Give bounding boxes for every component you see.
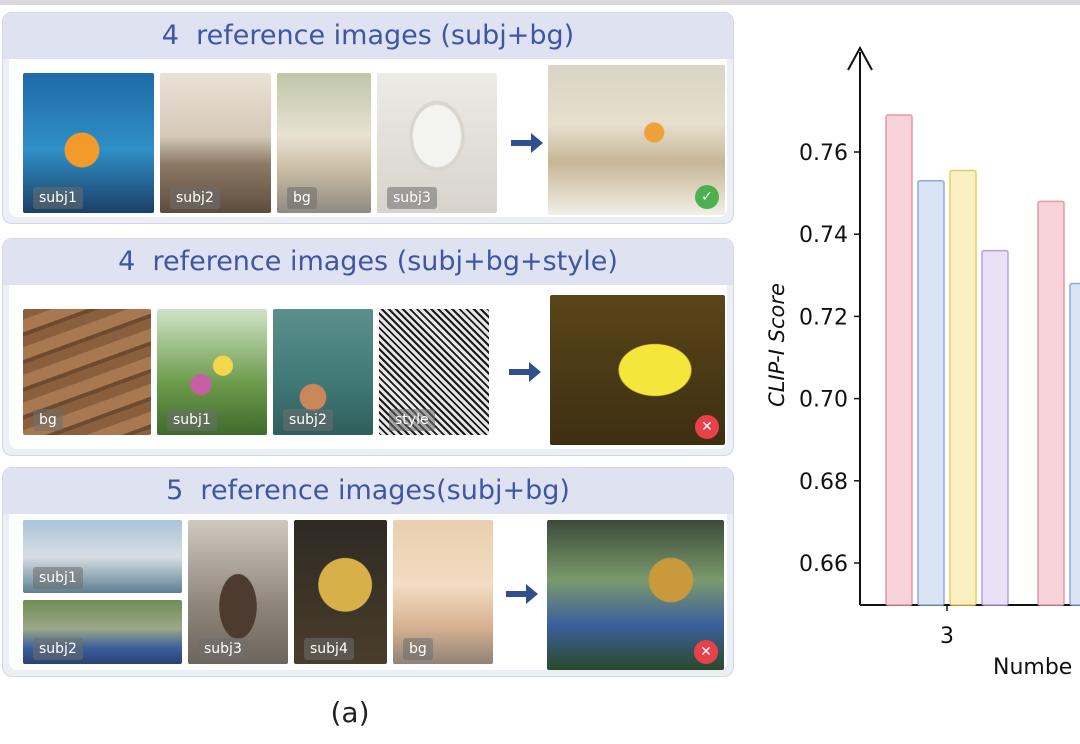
image-tag: subj3 [198, 638, 248, 660]
image-tag: bg [33, 409, 63, 431]
image-tag: subj2 [283, 409, 333, 431]
panel-body: subj1 subj2 bg subj3 ✓ [9, 59, 727, 217]
reference-image-goldfish: subj1 [23, 73, 154, 213]
reference-image-fishbowl: subj3 [377, 73, 497, 213]
y-axis-arrow-icon [847, 45, 873, 71]
image-tag: subj1 [167, 409, 217, 431]
success-check-icon: ✓ [695, 185, 719, 209]
image-tag: subj2 [170, 187, 220, 209]
figure-caption: (a) [330, 696, 370, 729]
arrow-right-icon [511, 133, 543, 153]
panel-subj-bg-4: 4 reference images (subj+bg) subj1 subj2… [2, 12, 734, 224]
reference-image-cat-room: subj2 [160, 73, 271, 213]
generated-image: ✕ [550, 295, 725, 445]
bar [949, 169, 977, 606]
failure-cross-icon: ✕ [695, 415, 719, 439]
panel-title: 4 reference images (subj+bg) [3, 13, 733, 59]
y-tick-label: 0.72 [799, 305, 848, 330]
reference-image-wood-table: bg [23, 309, 151, 435]
bar [885, 114, 913, 606]
image-tag: subj3 [387, 187, 437, 209]
y-tick-label: 0.70 [799, 388, 848, 413]
panel-subj-bg-style-4: 4 reference images (subj+bg+style) bg su… [2, 238, 734, 456]
generated-image: ✓ [548, 65, 725, 215]
bar [981, 249, 1009, 606]
image-tag: subj1 [33, 567, 83, 589]
reference-image-tuba: subj4 [294, 520, 387, 664]
x-tick-label: 3 [940, 624, 954, 649]
bar [917, 180, 945, 606]
image-tag: bg [287, 187, 317, 209]
reference-image-lake: bg [393, 520, 493, 664]
clip-i-bar-chart: 0.66 0.68 0.70 0.72 0.74 0.76 3 CLIP-I ScoreNum… [765, 45, 1080, 680]
arrow-right-icon [509, 362, 541, 382]
reference-image-ping-pong: subj2 [273, 309, 373, 435]
y-tick-label: 0.76 [799, 141, 848, 166]
panel-body: subj1 subj2 subj3 subj4 bg ✕ [9, 514, 727, 670]
y-axis-label: CLIP-I Score [765, 283, 789, 407]
reference-image-style-sketch: style [379, 309, 489, 435]
reference-image-helmet-bench: subj2 [23, 600, 182, 664]
bar [1069, 282, 1080, 606]
panel-subj-bg-5: 5 reference images(subj+bg) subj1 subj2 … [2, 467, 734, 677]
generated-image: ✕ [547, 520, 724, 670]
panel-title: 5 reference images(subj+bg) [3, 468, 733, 514]
reference-image-butterfly: subj1 [157, 309, 267, 435]
y-tick-label: 0.68 [799, 470, 848, 495]
reference-image-dining-table: bg [277, 73, 371, 213]
y-tick-label: 0.66 [799, 552, 848, 577]
bar [1037, 200, 1065, 606]
image-tag: subj2 [33, 638, 83, 660]
top-border [0, 0, 1080, 5]
reference-image-boat: subj1 [23, 520, 182, 593]
panel-title: 4 reference images (subj+bg+style) [3, 239, 733, 285]
image-tag: bg [403, 638, 433, 660]
y-tick-label: 0.74 [799, 223, 848, 248]
image-tag: subj1 [33, 187, 83, 209]
arrow-right-icon [506, 584, 538, 604]
image-tag: subj4 [304, 638, 354, 660]
panel-body: bg subj1 subj2 style ✕ [9, 285, 727, 449]
reference-image-briefcase: subj3 [188, 520, 288, 664]
x-axis-label: Numbe [993, 655, 1072, 680]
failure-cross-icon: ✕ [694, 640, 718, 664]
image-tag: style [389, 409, 435, 431]
